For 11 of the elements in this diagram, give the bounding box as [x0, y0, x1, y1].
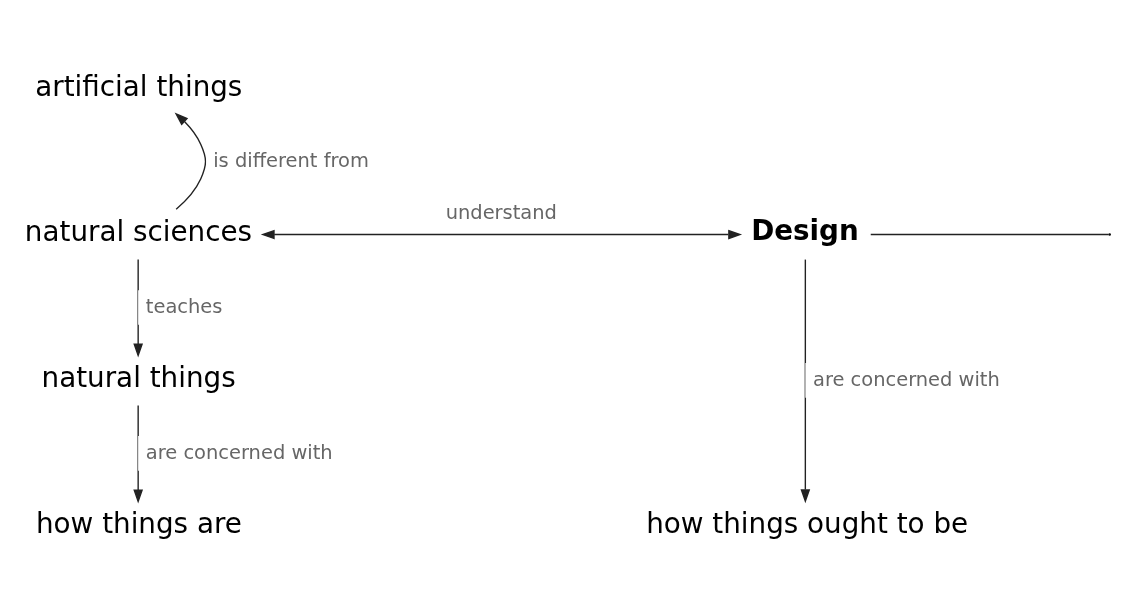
node-text: how things ought to be	[646, 506, 969, 540]
node-text: natural sciences	[24, 214, 253, 248]
edge-label: are concerned with	[145, 440, 333, 464]
node-text: how things are	[35, 506, 242, 540]
edge-label: is different from	[213, 148, 369, 172]
edge-label: teaches	[145, 294, 223, 318]
node-text: natural things	[41, 360, 236, 394]
node-text: Design	[751, 213, 859, 247]
edge-label: are concerned with	[812, 367, 1000, 391]
node-text: artificial things	[35, 69, 243, 103]
edge-label: understand	[445, 200, 557, 224]
